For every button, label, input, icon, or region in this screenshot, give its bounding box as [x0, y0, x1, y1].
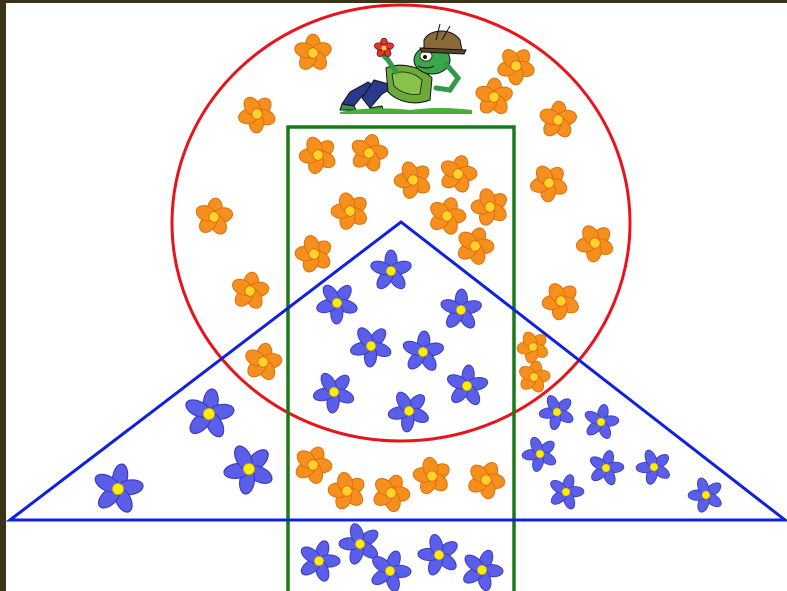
blue-flower-icon — [410, 525, 469, 584]
orange-flower-icon — [459, 454, 512, 506]
orange-flower-icon — [537, 100, 580, 141]
blue-flower-icon — [543, 470, 589, 514]
blue-flower-icon — [379, 381, 439, 441]
orange-flower-icon — [521, 156, 577, 211]
orange-flower-icon — [567, 215, 623, 271]
blue-flower-icon — [584, 446, 629, 489]
blue-flower-icon — [443, 363, 491, 409]
blue-flower-icon — [307, 273, 367, 333]
blue-flower-icon — [292, 534, 346, 587]
blue-flower-icon — [180, 385, 239, 442]
orange-flower-icon — [462, 180, 517, 235]
flowers-layer — [88, 34, 732, 591]
orange-flower-icon — [192, 196, 236, 238]
orange-flower-icon — [290, 127, 345, 183]
orange-flower-icon — [533, 273, 589, 329]
orange-flower-icon — [320, 464, 374, 518]
blue-flower-icon — [579, 401, 623, 443]
blue-flower-icon — [369, 250, 413, 292]
blue-flower-icon — [213, 433, 285, 505]
orange-flower-icon — [227, 270, 272, 314]
blue-flower-icon — [341, 316, 401, 376]
orange-flower-icon — [345, 130, 393, 177]
blue-flower-icon — [454, 542, 510, 591]
blue-flower-icon — [629, 441, 680, 492]
orange-flower-icon — [405, 449, 458, 503]
orange-flower-icon — [240, 340, 286, 385]
blue-flower-icon — [438, 288, 483, 331]
orange-flower-icon — [473, 77, 515, 117]
orange-flower-icon — [365, 468, 417, 519]
orange-flower-icon — [322, 184, 377, 239]
blue-flower-icon — [400, 330, 447, 375]
blue-flower-icon — [304, 362, 364, 422]
orange-flower-icon — [287, 440, 339, 491]
grasshopper-icon — [340, 24, 472, 114]
orange-flower-icon — [229, 87, 284, 142]
blue-flower-icon — [681, 469, 732, 520]
blue-flower-icon — [88, 460, 148, 518]
orange-flower-icon — [293, 34, 333, 72]
blue-flower-icon — [532, 386, 583, 437]
blue-flower-icon — [515, 428, 566, 479]
orange-flower-icon — [433, 150, 482, 198]
orange-flower-icon — [385, 152, 440, 207]
